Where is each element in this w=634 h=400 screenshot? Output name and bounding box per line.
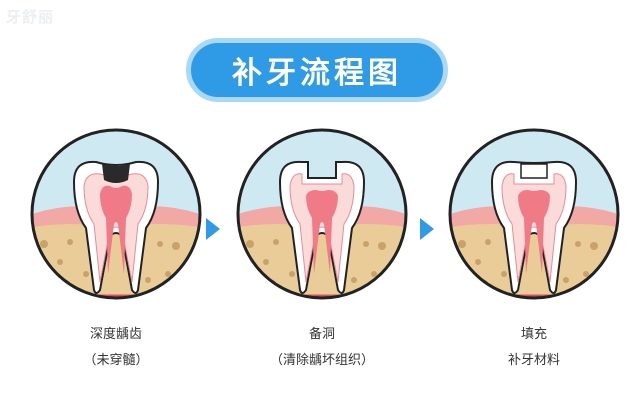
step-3-title: 填充 bbox=[520, 327, 547, 342]
step-2-illustration bbox=[232, 124, 412, 304]
tooth-dentin bbox=[83, 173, 149, 283]
title-banner: 补牙流程图 bbox=[186, 38, 448, 102]
step-3-illustration bbox=[444, 124, 624, 304]
step-3-subtitle: 补牙材料 bbox=[507, 353, 560, 368]
tooth-pulp bbox=[100, 185, 132, 274]
panel-circle-border bbox=[30, 128, 202, 300]
step-1-subtitle: （未穿髓） bbox=[83, 353, 149, 368]
jaw-bone bbox=[238, 224, 406, 298]
step-1-illustration bbox=[26, 124, 206, 304]
tooth-pulp bbox=[518, 190, 550, 274]
arrow-right-icon bbox=[420, 218, 434, 240]
step-3-caption: 填充 补牙材料 bbox=[434, 322, 634, 374]
jaw-bone bbox=[450, 224, 618, 298]
tooth-dentin bbox=[289, 173, 355, 283]
tooth-dentin bbox=[501, 173, 567, 283]
filling-material bbox=[520, 163, 548, 179]
step-2-title: 备洞 bbox=[308, 327, 335, 342]
page-title: 补牙流程图 bbox=[232, 56, 402, 91]
arrow-right-icon bbox=[206, 218, 220, 240]
step-1-caption: 深度龋齿 （未穿髓） bbox=[16, 322, 216, 374]
step-2-caption: 备洞 （清除龋坏组织） bbox=[222, 322, 422, 374]
watermark-logo: 牙舒丽 bbox=[6, 8, 55, 26]
step-2-subtitle: （清除龋坏组织） bbox=[269, 353, 374, 368]
step-1-title: 深度龋齿 bbox=[89, 327, 142, 342]
tooth-pulp bbox=[306, 190, 338, 274]
jaw-bone bbox=[32, 224, 200, 298]
decay-cavity bbox=[102, 164, 130, 183]
panel-circle-border bbox=[236, 128, 408, 300]
panel-circle-border bbox=[448, 128, 620, 300]
prepared-cavity bbox=[309, 163, 335, 177]
